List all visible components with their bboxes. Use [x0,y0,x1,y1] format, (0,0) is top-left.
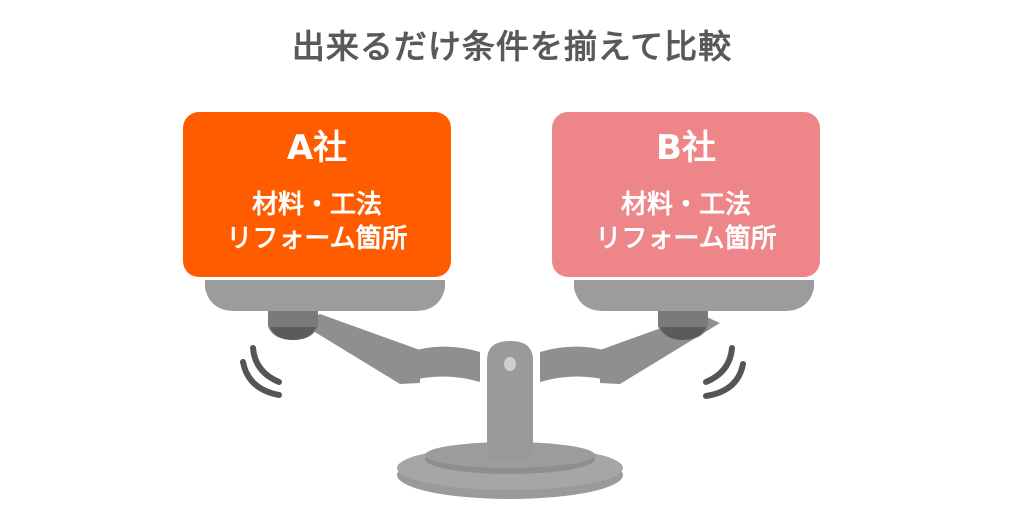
company-a-line1: 材料・工法 [251,190,382,220]
left-motion-lines-icon [240,345,282,398]
company-b-card: B社 材料・工法 リフォーム箇所 [552,112,820,277]
right-pan [574,280,814,340]
company-a-card: A社 材料・工法 リフォーム箇所 [183,112,451,277]
pivot-pin [504,357,516,371]
scale-post [487,341,533,460]
company-b-line1: 材料・工法 [620,190,751,220]
right-motion-lines-icon [703,345,746,399]
company-b-line2: リフォーム箇所 [595,224,777,254]
company-a-name: A社 [286,128,348,168]
scale-base [397,442,623,499]
page-title: 出来るだけ条件を揃えて比較 [291,27,733,66]
company-a-line2: リフォーム箇所 [226,224,408,254]
company-b-name: B社 [656,128,716,168]
left-pan [205,280,445,340]
